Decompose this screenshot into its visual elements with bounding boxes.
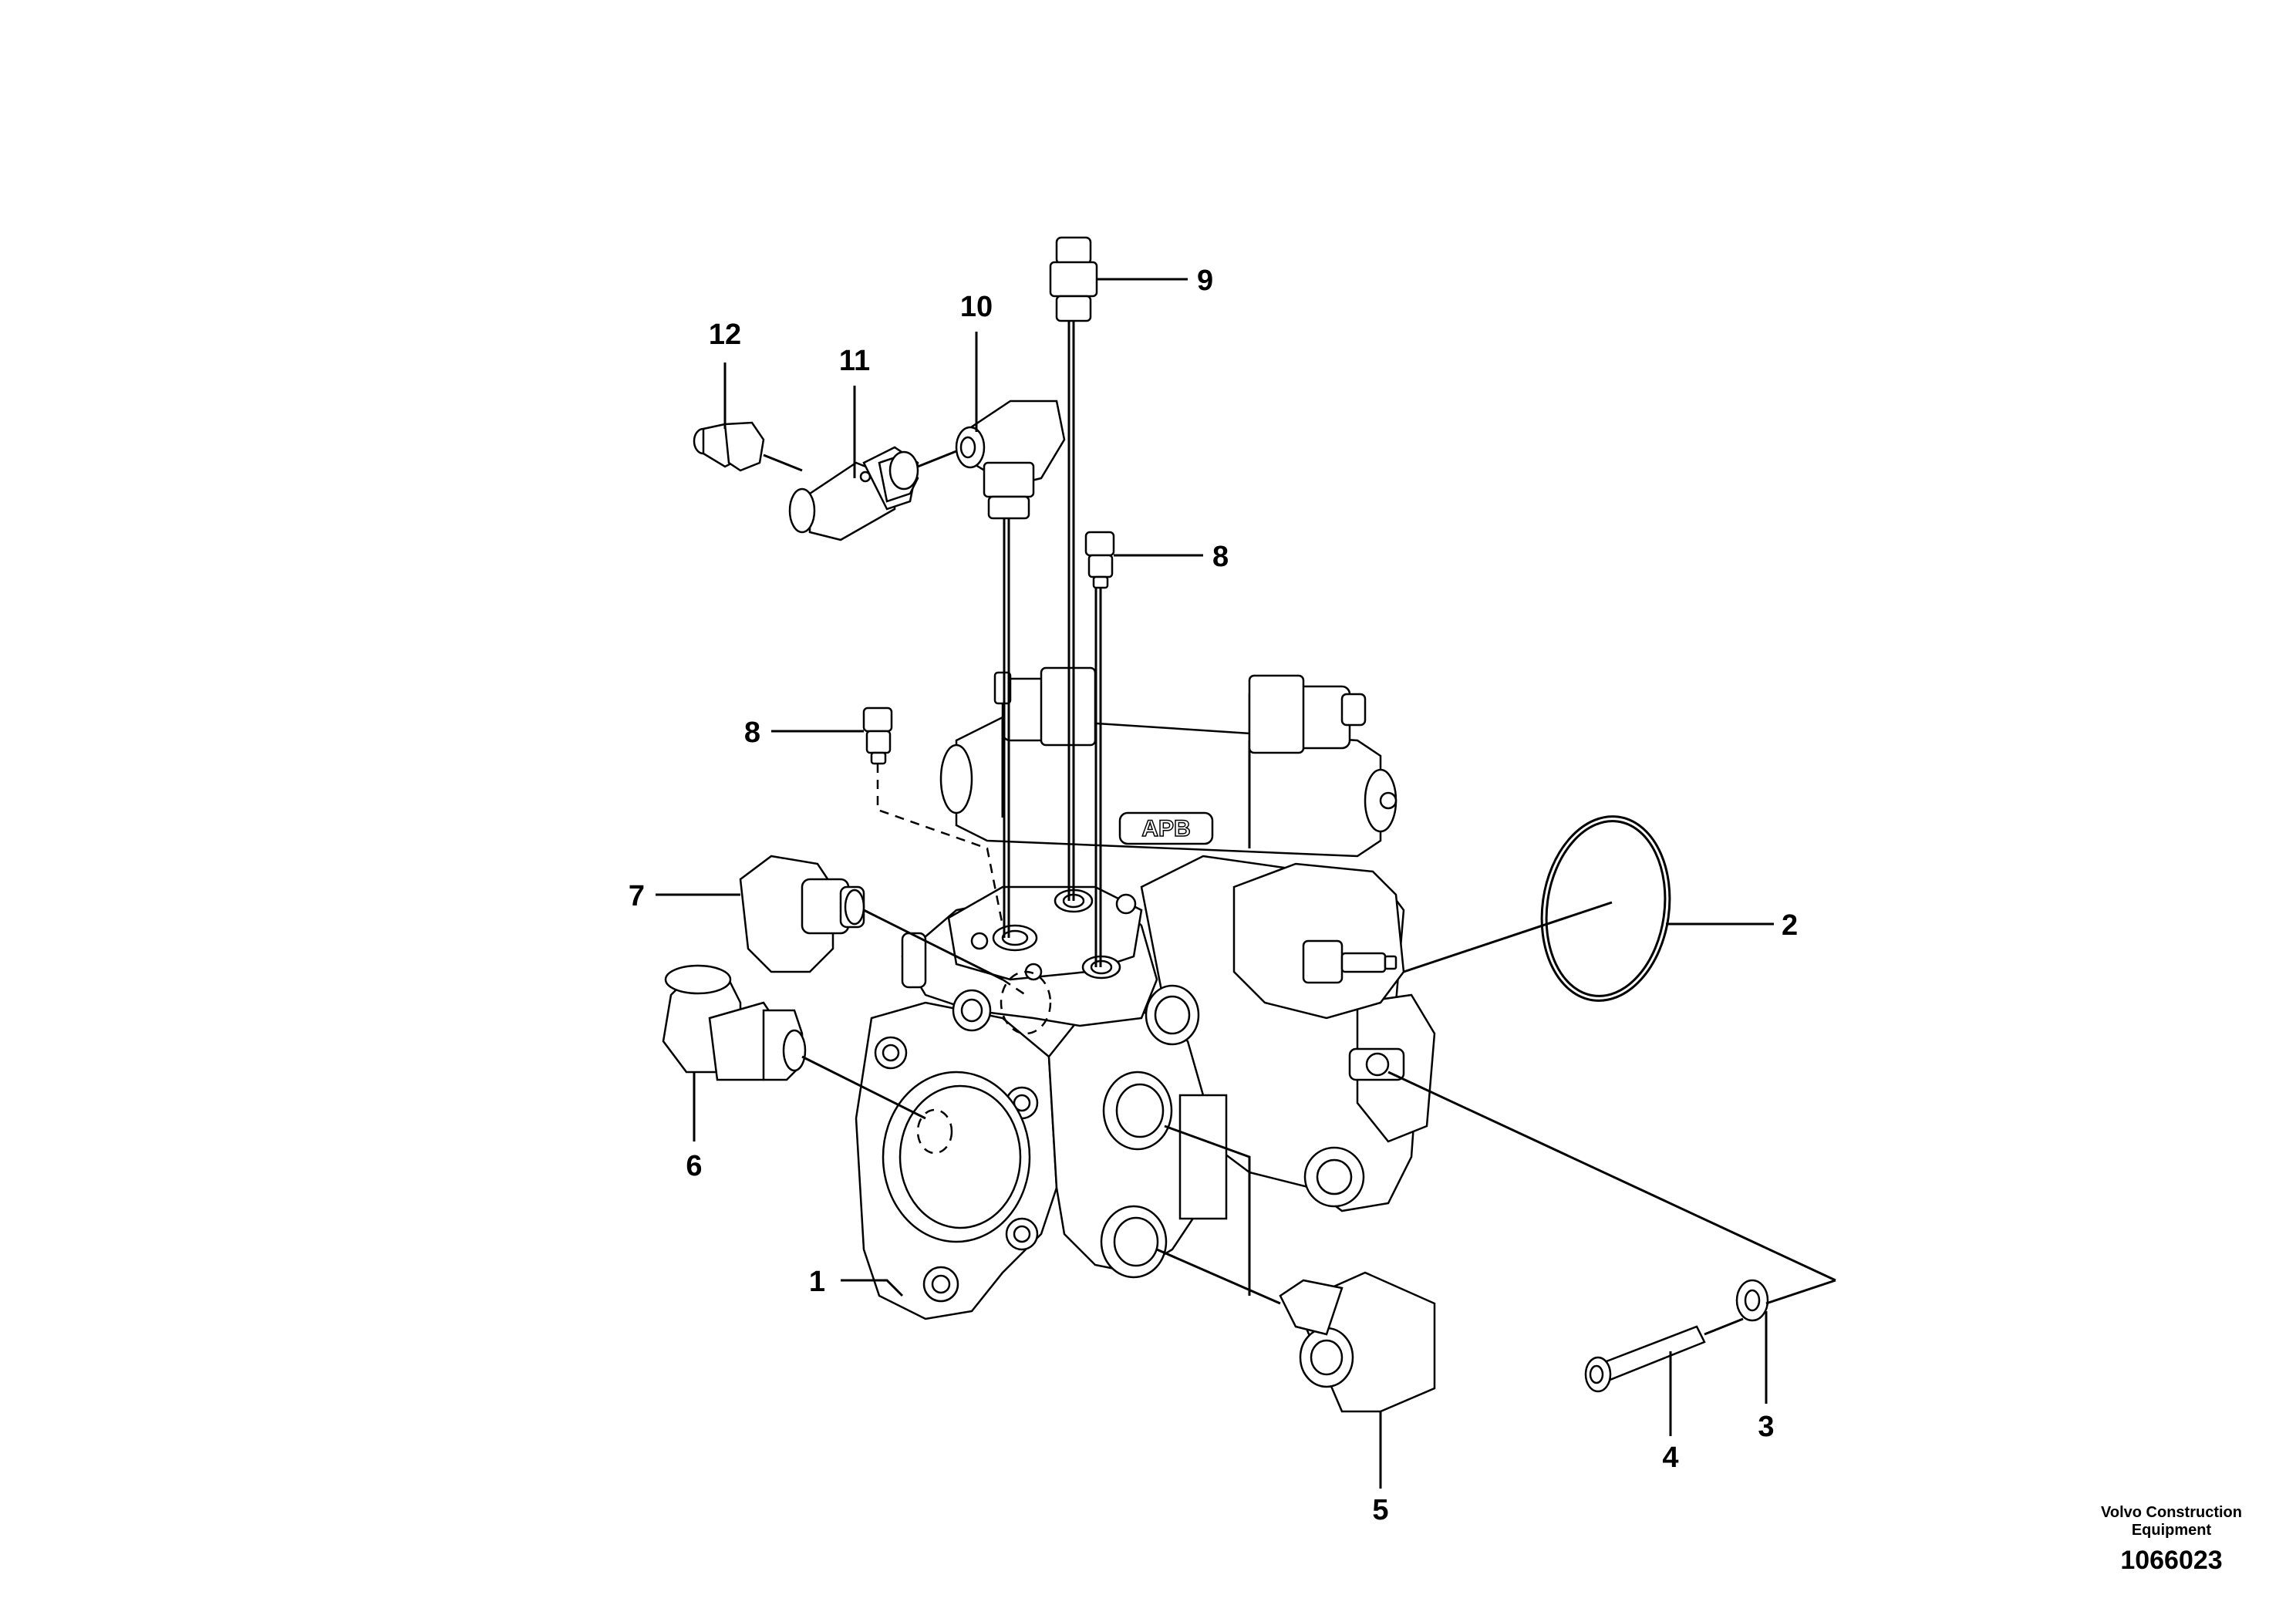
elbow-fitting-part-6 xyxy=(662,964,807,1081)
callout-7: 7 xyxy=(629,880,645,912)
assembly-lines xyxy=(763,321,1836,1336)
apb-emboss-text: APB xyxy=(1141,816,1190,841)
callout-6: 6 xyxy=(686,1150,702,1182)
callout-12: 12 xyxy=(709,319,741,351)
screw-part-4 xyxy=(1584,1325,1706,1393)
callout-9: 9 xyxy=(1197,265,1213,297)
fitting-part-8-upper xyxy=(1084,531,1115,589)
solenoid-valve-block: APB xyxy=(939,666,1397,858)
fitting-part-8-lower xyxy=(862,706,893,765)
elbow-fitting-part-7 xyxy=(739,855,865,973)
callout-3: 3 xyxy=(1758,1411,1774,1443)
callout-5: 5 xyxy=(1372,1494,1388,1526)
elbow-fitting-part-5 xyxy=(1279,1271,1436,1413)
elbow-fitting-part-10 xyxy=(955,400,1066,520)
callout-4: 4 xyxy=(1662,1442,1678,1474)
fitting-part-9 xyxy=(1049,236,1098,322)
pump-housing xyxy=(855,855,1436,1320)
callout-10: 10 xyxy=(960,291,993,323)
publisher-footer: Volvo Construction Equipment 1066023 xyxy=(2101,1504,2242,1576)
tee-fitting-part-11 xyxy=(788,446,919,541)
callout-8-lower: 8 xyxy=(744,717,760,749)
callout-8-upper: 8 xyxy=(1212,541,1229,573)
leader-lines xyxy=(656,278,1774,1489)
callout-2: 2 xyxy=(1782,909,1798,942)
company-name-line-2: Equipment xyxy=(2131,1522,2212,1539)
callout-11: 11 xyxy=(839,345,870,377)
o-ring-part-2 xyxy=(1540,815,1671,1002)
callout-1: 1 xyxy=(809,1266,825,1298)
fitting-part-12 xyxy=(693,421,765,472)
company-name-line-1: Volvo Construction xyxy=(2101,1504,2242,1521)
document-number: 1066023 xyxy=(2120,1546,2223,1575)
washer-part-3 xyxy=(1735,1279,1769,1322)
